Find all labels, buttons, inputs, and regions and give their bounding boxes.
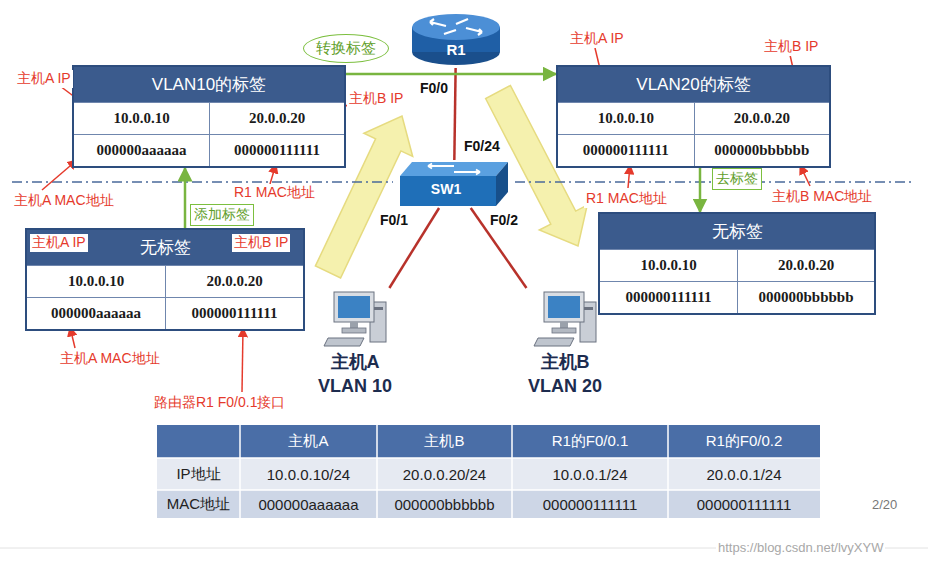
frame-table: 无标签10.0.0.1020.0.0.20000000111111000000b… xyxy=(598,212,876,315)
annotation: R1 MAC地址 xyxy=(232,184,317,202)
device-name: R1 xyxy=(410,12,502,58)
table-cell: MAC地址 xyxy=(157,490,240,518)
frame-field: 20.0.0.20 xyxy=(165,265,303,297)
frame-field: 000000111111 xyxy=(165,297,303,329)
table-header-row xyxy=(157,425,820,458)
annotation: 主机B IP xyxy=(232,234,290,252)
frame-field: 000000aaaaaa xyxy=(74,134,209,166)
table-header-cell: R1的F0/0.2 xyxy=(668,425,820,458)
action-label: 去标签 xyxy=(712,168,762,190)
table-grid xyxy=(157,425,820,518)
action-label: 转换标签 xyxy=(303,34,389,63)
frame-field: 10.0.0.10 xyxy=(600,249,737,281)
frame-header: 无标签 xyxy=(600,214,874,249)
leader-line xyxy=(800,165,810,186)
table-cell: 20.0.0.20/24 xyxy=(377,458,512,490)
page-number: 2/20 xyxy=(872,497,897,512)
annotation: 主机A IP xyxy=(15,70,73,88)
host-label: VLAN 10 xyxy=(300,374,410,398)
annotation: 主机A MAC地址 xyxy=(58,350,162,368)
action-label: 添加标签 xyxy=(190,204,254,226)
port-name: F0/1 xyxy=(378,212,410,228)
frame-field: 10.0.0.10 xyxy=(74,102,209,134)
host-computer: 主机BVLAN 20 xyxy=(510,288,620,399)
frame-field: 10.0.0.10 xyxy=(27,265,165,297)
table-header-cell: R1的F0/0.1 xyxy=(512,425,668,458)
table-row xyxy=(157,458,820,490)
host-label: 主机A xyxy=(300,350,410,374)
table-cell: 000000111111 xyxy=(512,490,668,518)
frame-table: VLAN20的标签10.0.0.1020.0.0.200000001111110… xyxy=(556,65,831,168)
table-cell: 000000bbbbbb xyxy=(377,490,512,518)
frame-fields: 10.0.0.1020.0.0.20000000111111000000bbbb… xyxy=(558,102,829,166)
switch-icon: SW1 xyxy=(398,160,510,208)
annotation: R1 MAC地址 xyxy=(584,190,669,208)
table-row xyxy=(157,490,820,518)
annotation: 主机B MAC地址 xyxy=(770,188,874,206)
divider-line xyxy=(12,181,393,183)
host-symbol xyxy=(530,288,600,350)
watermark: https://blog.csdn.net/lvyXYW xyxy=(716,540,885,555)
frame-field: 10.0.0.10 xyxy=(558,102,694,134)
table-cell: 000000111111 xyxy=(668,490,820,518)
device-name: SW1 xyxy=(398,160,494,197)
table-header-cell: 主机B xyxy=(377,425,512,458)
port-name: F0/2 xyxy=(488,212,520,228)
frame-fields: 10.0.0.1020.0.0.20000000aaaaaa0000001111… xyxy=(74,102,344,166)
annotation: 主机B IP xyxy=(762,38,820,56)
host-label: VLAN 20 xyxy=(510,374,620,398)
frame-field: 20.0.0.20 xyxy=(209,102,344,134)
host-computer: 主机AVLAN 10 xyxy=(300,288,410,399)
annotation: 主机A IP xyxy=(568,30,626,48)
table-cell: 10.0.0.1/24 xyxy=(512,458,668,490)
frame-fields: 10.0.0.1020.0.0.20000000aaaaaa0000001111… xyxy=(27,265,303,329)
address-table xyxy=(157,425,820,518)
frame-field: 000000aaaaaa xyxy=(27,297,165,329)
process-arrow xyxy=(699,168,702,212)
process-arrow xyxy=(346,73,556,76)
frame-table: VLAN10的标签10.0.0.1020.0.0.20000000aaaaaa0… xyxy=(72,65,346,168)
frame-field: 000000111111 xyxy=(209,134,344,166)
table-header-cell: 主机A xyxy=(240,425,377,458)
host-symbol xyxy=(320,288,390,350)
router-symbol xyxy=(410,12,502,68)
frame-header: VLAN20的标签 xyxy=(558,67,829,102)
frame-field: 000000bbbbbb xyxy=(694,134,830,166)
table-cell: 10.0.0.10/24 xyxy=(240,458,377,490)
table-cell: IP地址 xyxy=(157,458,240,490)
frame-field: 000000bbbbbb xyxy=(737,281,874,313)
frame-field: 20.0.0.20 xyxy=(737,249,874,281)
annotation: 主机A IP xyxy=(30,234,88,252)
frame-field: 000000111111 xyxy=(558,134,694,166)
annotation: 路由器R1 F0/0.1接口 xyxy=(152,394,287,412)
port-name: F0/0 xyxy=(418,80,450,96)
table-cell: 20.0.0.1/24 xyxy=(668,458,820,490)
host-label: 主机B xyxy=(510,350,620,374)
table-cell: 000000aaaaaa xyxy=(240,490,377,518)
network-link xyxy=(471,208,527,288)
annotation: 主机B IP xyxy=(347,90,405,108)
frame-field: 20.0.0.20 xyxy=(694,102,830,134)
leader-line xyxy=(628,165,630,188)
port-name: F0/24 xyxy=(462,138,502,154)
frame-header: VLAN10的标签 xyxy=(74,67,344,102)
annotation: 主机A MAC地址 xyxy=(12,192,116,210)
leader-line xyxy=(242,328,243,392)
frame-field: 000000111111 xyxy=(600,281,737,313)
frame-fields: 10.0.0.1020.0.0.20000000111111000000bbbb… xyxy=(600,249,874,313)
process-arrow xyxy=(184,168,187,228)
router-icon: R1 xyxy=(410,12,502,68)
network-link xyxy=(454,68,455,160)
